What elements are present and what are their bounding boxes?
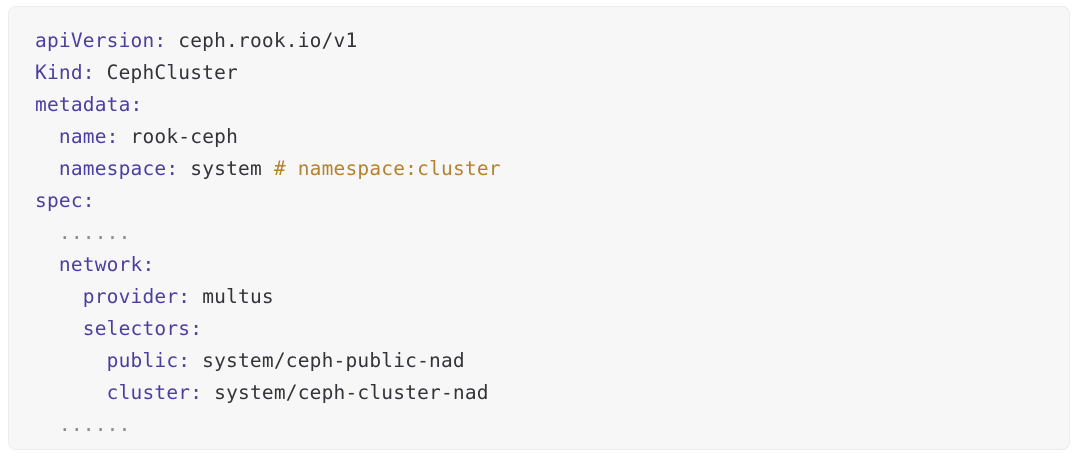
code-token-value: rook-ceph	[118, 125, 239, 148]
code-line: ......	[35, 409, 1069, 441]
code-token-key: Kind	[35, 61, 83, 84]
code-indent	[35, 253, 59, 276]
code-token-comment: # namespace:cluster	[273, 157, 501, 180]
code-token-punct: :	[154, 29, 167, 52]
code-token-key: spec	[35, 189, 83, 212]
code-line: provider: multus	[35, 281, 1069, 313]
code-token-key: provider	[82, 285, 179, 308]
code-token-value: ceph.rook.io/v1	[166, 29, 358, 52]
code-token-punct: :	[190, 317, 203, 340]
code-token-punct: :	[178, 349, 191, 372]
code-indent	[35, 157, 59, 180]
code-token-value: system/ceph-cluster-nad	[202, 381, 489, 404]
code-token-ellipsis: ......	[58, 221, 131, 244]
code-token-punct: :	[190, 381, 203, 404]
code-line: spec:	[35, 185, 1069, 217]
code-indent	[35, 285, 83, 308]
code-token-value: CephCluster	[94, 61, 238, 84]
code-indent	[35, 221, 59, 244]
code-indent	[35, 349, 107, 372]
code-token-punct: :	[166, 157, 179, 180]
code-token-punct: :	[82, 61, 95, 84]
code-token-key: public	[106, 349, 179, 372]
code-token-key: cluster	[106, 381, 191, 404]
code-token-key: selectors	[82, 317, 191, 340]
code-line: name: rook-ceph	[35, 121, 1069, 153]
code-token-key: metadata	[35, 93, 131, 116]
code-line: Kind: CephCluster	[35, 57, 1069, 89]
code-token-key: name	[58, 125, 107, 148]
code-token-punct: :	[142, 253, 155, 276]
code-line: public: system/ceph-public-nad	[35, 345, 1069, 377]
code-line: selectors:	[35, 313, 1069, 345]
code-line: network:	[35, 249, 1069, 281]
code-line: namespace: system # namespace:cluster	[35, 153, 1069, 185]
code-line: ......	[35, 217, 1069, 249]
code-line: metadata:	[35, 89, 1069, 121]
code-token-value: system	[178, 157, 274, 180]
code-token-ellipsis: ......	[58, 413, 131, 436]
code-line: cluster: system/ceph-cluster-nad	[35, 377, 1069, 409]
code-token-punct: :	[106, 125, 119, 148]
code-indent	[35, 381, 107, 404]
code-indent	[35, 413, 59, 436]
code-indent	[35, 125, 59, 148]
code-token-value: system/ceph-public-nad	[190, 349, 465, 372]
code-token-punct: :	[178, 285, 191, 308]
code-token-punct: :	[82, 189, 95, 212]
code-token-key: namespace	[58, 157, 167, 180]
code-line: apiVersion: ceph.rook.io/v1	[35, 25, 1069, 57]
code-token-key: network	[58, 253, 143, 276]
code-token-value: multus	[190, 285, 274, 308]
code-token-key: apiVersion	[35, 29, 155, 52]
code-indent	[35, 317, 83, 340]
code-token-punct: :	[130, 93, 143, 116]
